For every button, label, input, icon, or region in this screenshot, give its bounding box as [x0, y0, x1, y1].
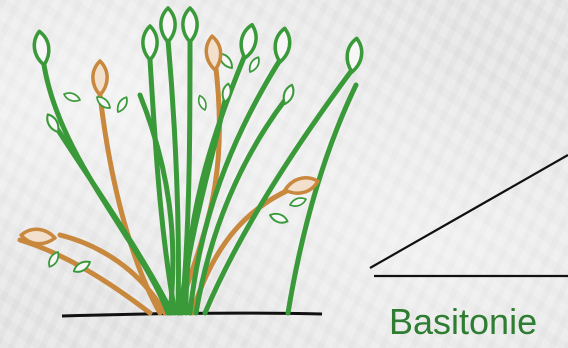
green-leaves: [32, 8, 364, 275]
pointer-line: [370, 155, 568, 276]
caption-label: Basitonie: [389, 300, 537, 344]
